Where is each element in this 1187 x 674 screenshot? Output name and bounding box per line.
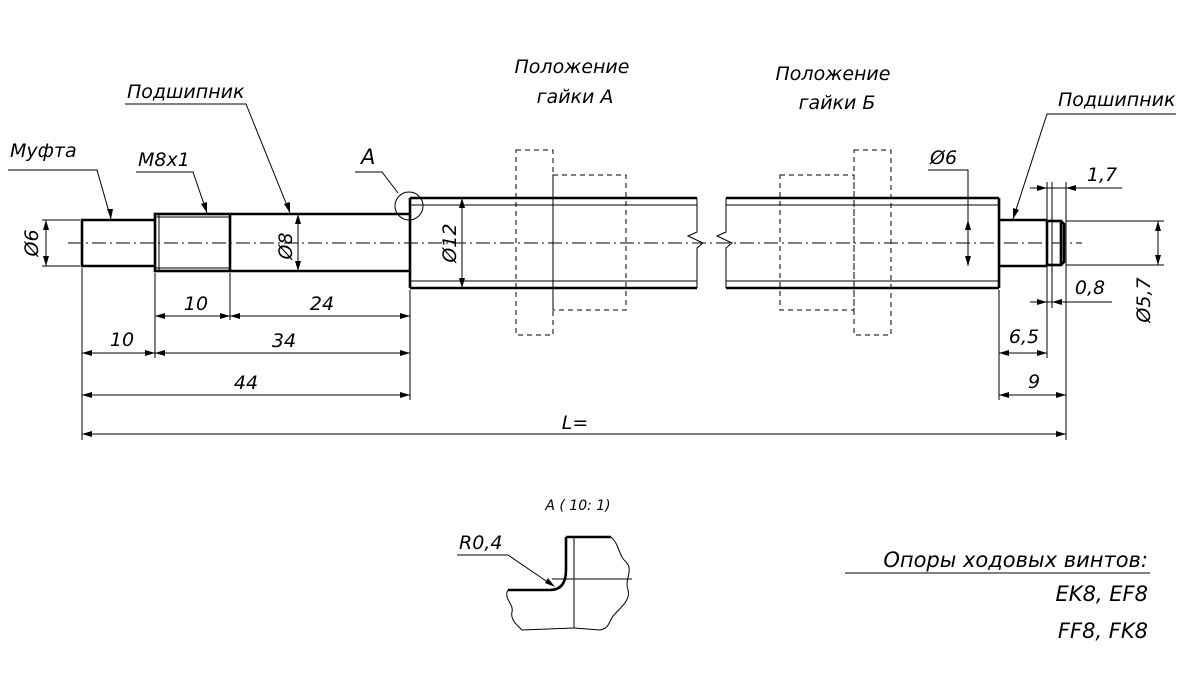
dim-10-thread-24	[155, 313, 410, 319]
text-len-34: 34	[272, 330, 296, 352]
supports-line1: EK8, EF8	[1056, 582, 1148, 606]
detail-a-view	[506, 535, 632, 631]
dim-d6-right	[928, 169, 971, 266]
coupling-leader	[8, 169, 113, 220]
label-nut-b-line2: гайки Б	[799, 92, 876, 114]
supports-heading: Опоры ходовых винтов:	[883, 548, 1148, 572]
label-nut-a-line1: Положение	[515, 56, 630, 78]
dim-d12	[459, 198, 465, 288]
nut-a-outline	[515, 149, 627, 336]
dim-d8	[295, 214, 301, 271]
dim-44	[82, 392, 410, 398]
nut-b-outline	[779, 149, 892, 336]
text-d6-left: Ø6	[21, 229, 43, 257]
text-len-24: 24	[310, 293, 334, 315]
text-len-0-8: 0,8	[1075, 277, 1105, 299]
text-len-9: 9	[1028, 371, 1040, 393]
label-bearing-right: Подшипник	[1058, 89, 1176, 111]
detail-a-leader	[355, 171, 399, 194]
text-d8: Ø8	[275, 232, 297, 260]
text-len-44: 44	[234, 372, 258, 394]
text-radius: R0,4	[459, 532, 502, 554]
thread-leader	[136, 171, 208, 214]
dim-L	[82, 431, 1066, 437]
bearing-left-leader	[125, 103, 291, 214]
dim-1-7	[1030, 185, 1122, 191]
dim-9	[999, 392, 1066, 398]
supports-line2: FF8, FK8	[1058, 619, 1148, 643]
text-len-1-7: 1,7	[1087, 164, 1117, 186]
text-d5-7: Ø5,7	[1133, 277, 1155, 323]
dim-6-5	[999, 350, 1047, 356]
text-d6-right: Ø6	[929, 147, 957, 169]
label-coupling: Муфта	[10, 140, 77, 162]
detail-a-title: A ( 10: 1)	[544, 498, 610, 514]
bearing-right-leader	[1012, 113, 1176, 220]
label-nut-b-line1: Положение	[776, 63, 891, 85]
dim-d5-7	[1066, 220, 1164, 266]
label-nut-a-line2: гайки А	[537, 86, 614, 108]
dim-0-8	[1030, 299, 1112, 305]
text-len-6-5: 6,5	[1009, 326, 1039, 348]
detail-a-circle	[394, 191, 424, 221]
label-thread: M8x1	[138, 149, 190, 171]
radius-leader	[457, 554, 555, 587]
label-bearing-left: Подшипник	[127, 81, 245, 103]
text-len-10-thread: 10	[184, 293, 208, 315]
text-len-10: 10	[110, 329, 134, 351]
label-detail-a: A	[359, 145, 375, 169]
text-len-L: L=	[562, 412, 589, 434]
dim-10-34	[82, 350, 410, 356]
text-d12: Ø12	[439, 223, 461, 263]
dim-d6-left	[42, 219, 80, 267]
